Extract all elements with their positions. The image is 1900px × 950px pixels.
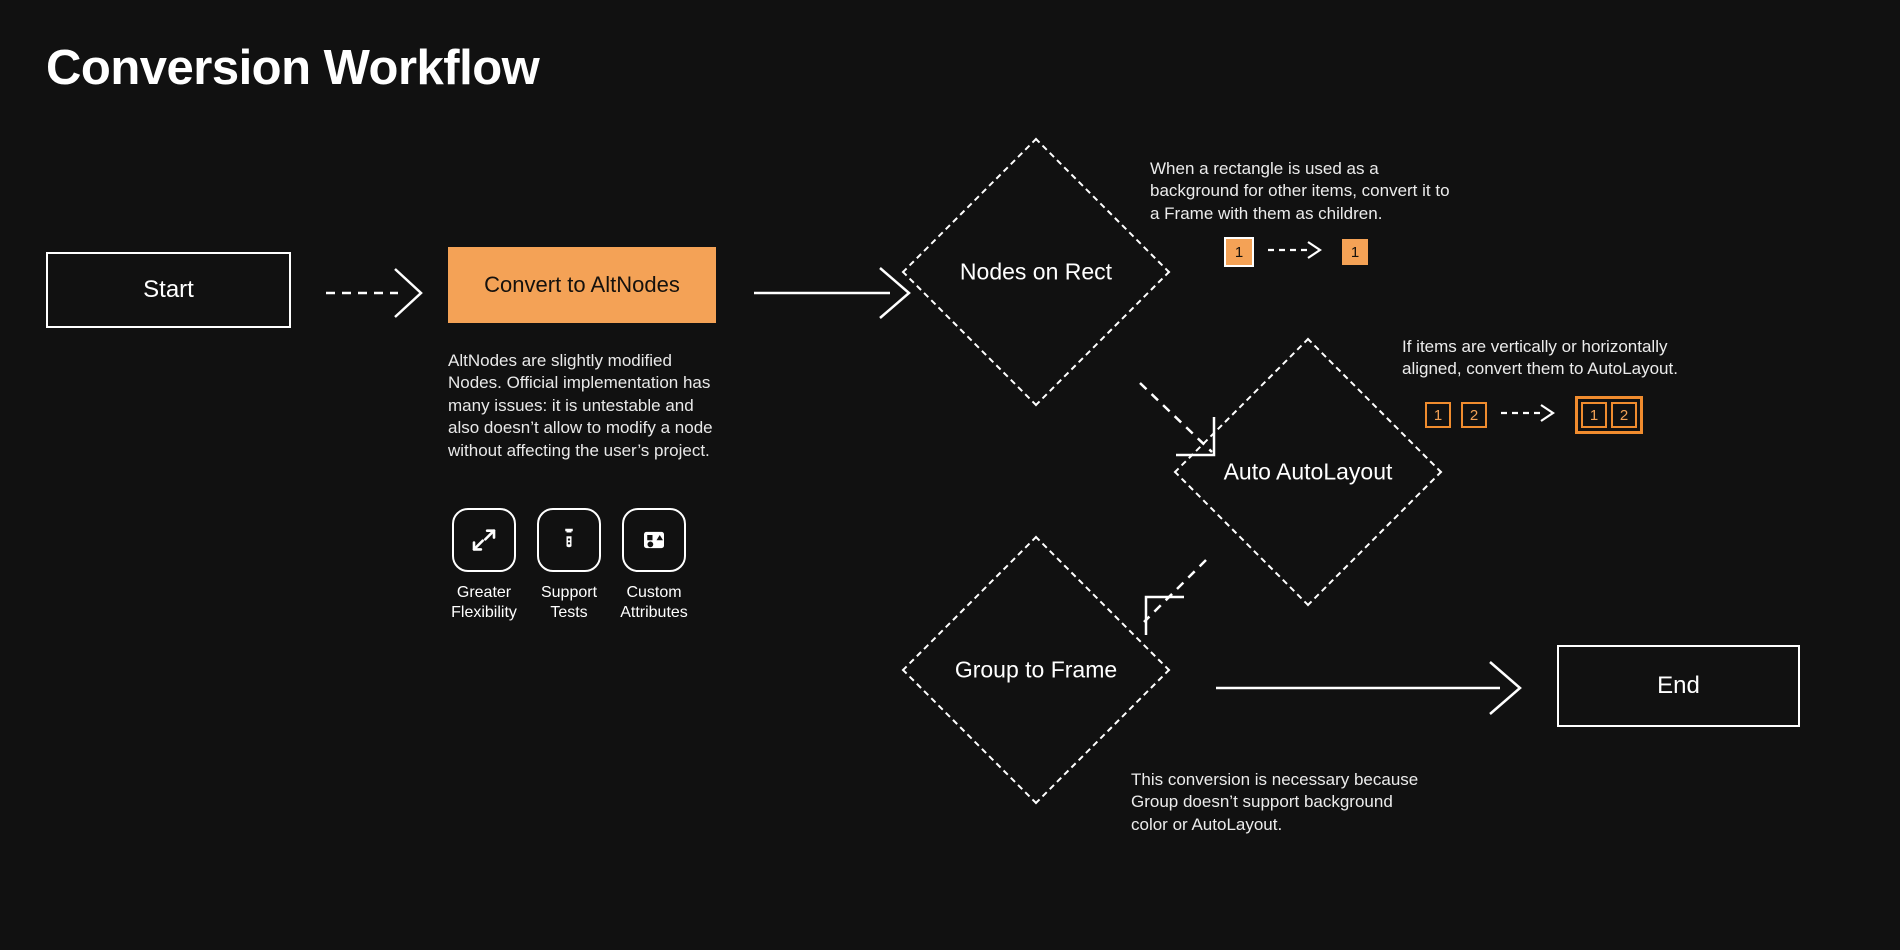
node-convert-to-altnodes[interactable]: Convert to AltNodes	[448, 247, 716, 323]
badge-after-1: 1	[1342, 239, 1368, 265]
badge-after-1: 1	[1581, 402, 1607, 428]
annotation-rect-to-frame-text: When a rectangle is used as a background…	[1150, 159, 1450, 223]
feature-label: Support Tests	[540, 584, 598, 622]
dashed-arrow-icon	[1268, 240, 1328, 265]
connector-group-to-end	[1216, 661, 1522, 715]
annotation-rect-to-frame-illustration: 1 1	[1224, 237, 1368, 267]
node-end[interactable]: End	[1557, 645, 1800, 727]
connector-autolayout-to-group	[1143, 559, 1207, 635]
feature-greater-flexibility[interactable]: Greater Flexibility	[451, 508, 517, 624]
node-auto-autolayout[interactable]: Auto AutoLayout	[1173, 337, 1443, 607]
feature-list: Greater Flexibility Support Tests	[451, 508, 688, 624]
feature-label: Greater Flexibility	[451, 584, 517, 622]
connector-start-to-convert	[326, 268, 423, 318]
badge-before-2: 2	[1461, 402, 1487, 428]
node-group-to-frame[interactable]: Group to Frame	[901, 535, 1171, 805]
badge-before-1: 1	[1224, 237, 1254, 267]
node-auto-autolayout-label: Auto AutoLayout	[1223, 458, 1393, 485]
dashed-arrow-icon	[1501, 403, 1561, 428]
annotation-autolayout-illustration: 1 2 1 2	[1425, 396, 1643, 434]
node-nodes-on-rect[interactable]: Nodes on Rect	[901, 137, 1171, 407]
page-title: Conversion Workflow	[46, 41, 540, 95]
connector-convert-to-nodes	[754, 267, 911, 319]
node-group-to-frame-label: Group to Frame	[954, 656, 1118, 683]
feature-label: Custom Attributes	[620, 584, 688, 622]
altnodes-description: AltNodes are slightly modified Nodes. Of…	[448, 351, 713, 460]
badge-group-before: 1 2	[1425, 402, 1487, 428]
node-start-label: Start	[143, 276, 194, 303]
shapes-panel-icon	[622, 508, 686, 572]
node-nodes-on-rect-label: Nodes on Rect	[959, 258, 1113, 285]
test-tube-icon	[537, 508, 601, 572]
annotation-autolayout-text: If items are vertically or horizontally …	[1402, 337, 1678, 379]
annotation-group-frame-note: This conversion is necessary because Gro…	[1131, 770, 1419, 834]
badge-group-after-framed: 1 2	[1575, 396, 1643, 434]
badge-after-2: 2	[1611, 402, 1637, 428]
feature-support-tests[interactable]: Support Tests	[537, 508, 601, 624]
feature-custom-attributes[interactable]: Custom Attributes	[620, 508, 688, 624]
node-start[interactable]: Start	[46, 252, 291, 328]
node-end-label: End	[1657, 672, 1700, 699]
node-convert-label: Convert to AltNodes	[484, 272, 680, 297]
expand-arrows-icon	[452, 508, 516, 572]
badge-before-1: 1	[1425, 402, 1451, 428]
